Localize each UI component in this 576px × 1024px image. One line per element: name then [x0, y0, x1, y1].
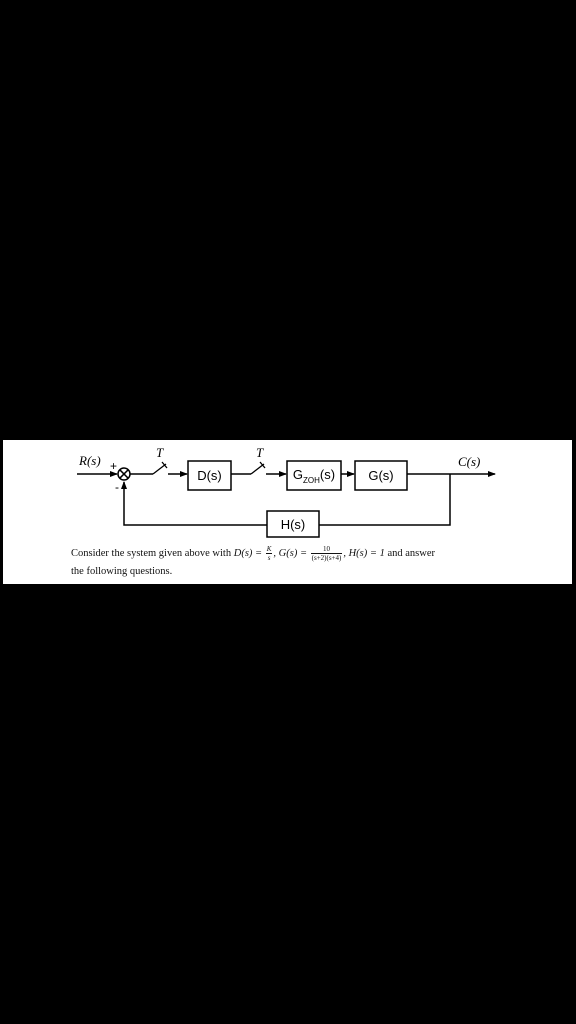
plant-label: G(s) [368, 468, 393, 483]
d-numerator: K [265, 545, 273, 555]
caption-outro: and answer [384, 548, 435, 559]
d-denominator: s [267, 554, 271, 563]
feedback-path-right [319, 474, 451, 526]
feedback-block [266, 510, 320, 538]
problem-line-1: Consider the system given above with D(s… [71, 545, 541, 563]
g-numerator: 10 [310, 545, 343, 555]
zoh-label: GZOH(s) [293, 467, 335, 485]
controller-block [187, 460, 232, 491]
feedback-path-left [121, 481, 267, 526]
block-diagram: R(s) + - T D(s) [77, 445, 496, 538]
input-label: R(s) [78, 453, 101, 468]
sampler-2-switch [250, 461, 266, 475]
sampler-1-label: T [156, 445, 164, 460]
problem-statement: Consider the system given above with D(s… [71, 545, 541, 581]
d-equation-lhs: D(s) = [233, 548, 265, 559]
g-equation-lhs: , G(s) = [273, 548, 310, 559]
plus-sign: + [110, 459, 117, 473]
plant-block [354, 460, 408, 491]
controller-label: D(s) [197, 468, 222, 483]
minus-sign: - [115, 480, 119, 494]
summing-junction [117, 467, 131, 481]
g-fraction: 10(s+2)(s+4) [310, 545, 343, 563]
problem-line-2: the following questions. [71, 566, 173, 577]
g-denominator: (s+2)(s+4) [311, 554, 342, 563]
caption-intro: Consider the system given above with [71, 548, 234, 559]
zoh-block [286, 460, 342, 491]
sampler-2-label: T [256, 445, 264, 460]
h-equation: , H(s) = 1 [343, 548, 385, 559]
sampler-1-switch [152, 461, 168, 475]
feedback-label: H(s) [281, 517, 306, 532]
output-label: C(s) [458, 454, 480, 469]
problem-panel: R(s) + - T D(s) [3, 440, 572, 584]
